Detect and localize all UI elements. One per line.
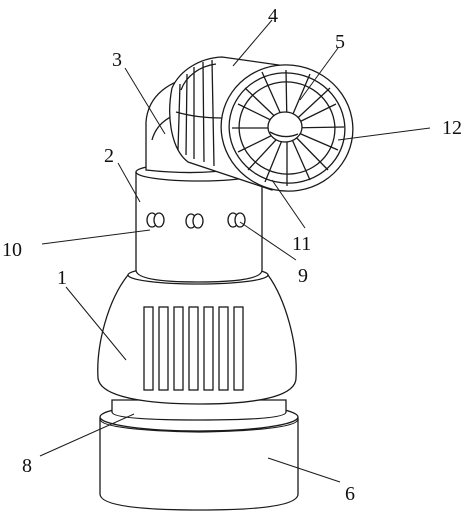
- leader-2: [117, 162, 141, 203]
- label-12: 12: [442, 117, 462, 139]
- vent-slot: [143, 306, 154, 391]
- label-10: 10: [2, 239, 22, 261]
- label-8: 8: [22, 455, 32, 477]
- vent-slot: [218, 306, 229, 391]
- label-6: 6: [345, 483, 355, 505]
- leader-9: [239, 221, 297, 261]
- label-1: 1: [57, 267, 67, 289]
- leader-11: [271, 179, 306, 229]
- leader-3: [124, 67, 166, 135]
- leader-8: [39, 413, 135, 457]
- vent-slots: [143, 306, 244, 391]
- label-11: 11: [292, 233, 311, 255]
- button-left: [146, 212, 165, 228]
- leader-5: [299, 47, 339, 101]
- label-3: 3: [112, 49, 122, 71]
- vent-slot: [203, 306, 214, 391]
- vent-slot: [233, 306, 244, 391]
- label-5: 5: [335, 31, 345, 53]
- neck-ring: [111, 399, 287, 421]
- leader-6: [267, 457, 341, 483]
- label-2: 2: [104, 145, 114, 167]
- leader-lines: [39, 19, 431, 483]
- fan-hub: [267, 111, 303, 143]
- label-4: 4: [268, 5, 278, 27]
- label-9: 9: [298, 265, 308, 287]
- reference-numerals: 1 2 3 4 5 6 8 9 10 11 12: [2, 5, 462, 505]
- vent-slot: [188, 306, 199, 391]
- button-middle: [185, 213, 204, 229]
- button-right: [227, 212, 246, 228]
- leader-12: [337, 127, 431, 141]
- leader-10: [41, 229, 151, 245]
- control-buttons: [146, 212, 246, 229]
- leader-1: [65, 286, 127, 361]
- vent-slot: [173, 306, 184, 391]
- vent-slot: [158, 306, 169, 391]
- leader-4: [232, 19, 273, 67]
